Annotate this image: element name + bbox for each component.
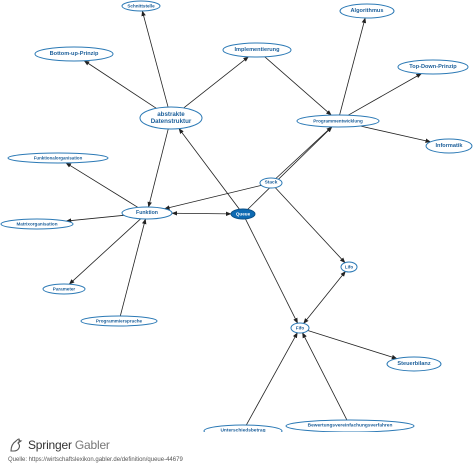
edge-implementierung-to-programmentwicklung [264, 56, 332, 116]
node-topdown-label: Top-Down-Prinzip [409, 64, 457, 70]
node-bottomup-label: Bottom-up-Prinzip [50, 51, 99, 57]
edge-abstrakte-to-schnittstelle [141, 10, 169, 108]
node-funktion-label: Funktion [136, 210, 158, 216]
node-fifo-label: Fifo [296, 326, 305, 331]
node-matrixorganisation-shape [0, 218, 74, 230]
nodes-layer: Queue SchnittstelleAlgorithmusBottom-up-P… [0, 0, 473, 433]
footer: Springer Gabler Quelle: https://wirtscha… [8, 436, 468, 463]
node-fifo[interactable]: Fifo [290, 322, 310, 334]
concept-map: Queue SchnittstelleAlgorithmusBottom-up-P… [0, 0, 473, 433]
node-parameter[interactable]: Parameter [42, 283, 86, 295]
edge-queue-to-programmentwicklung [247, 126, 333, 210]
node-programmiersprache-shape [80, 315, 158, 327]
node-abstrakte-shape [139, 106, 203, 130]
edge-fifo-to-steuerbilanz [307, 330, 398, 360]
node-implementierung[interactable]: Implementierung [222, 42, 292, 58]
node-steuerbilanz-label: Steuerbilanz [397, 361, 430, 367]
edge-programmentwicklung-to-topdown [348, 73, 422, 116]
edge-abstrakte-to-bottomup [83, 60, 157, 109]
node-bottomup-shape [34, 46, 114, 62]
brand-sub: Gabler [74, 438, 110, 452]
node-programmentwicklung-label: Programmentwicklung [313, 119, 363, 124]
node-topdown-shape [397, 59, 469, 75]
edge-abstrakte-to-implementierung [183, 56, 249, 109]
springer-horse-logo-icon [10, 438, 23, 452]
node-bewertung-shape [285, 419, 415, 432]
edges-layer [65, 10, 432, 426]
node-queue-label: Queue [236, 212, 251, 217]
node-matrixorganisation[interactable]: Matrixorganisation [0, 218, 74, 230]
node-stack[interactable]: Stack [259, 177, 283, 189]
node-steuerbilanz-shape [386, 356, 442, 372]
edge-bewertung-to-fifo [302, 332, 348, 421]
node-parameter-label: Parameter [53, 287, 76, 292]
edge-programmentwicklung-to-informatik [360, 125, 432, 143]
node-funktionalorganisation-label: Funktionalorganisation [34, 156, 83, 161]
node-funktionalorganisation-shape [7, 152, 109, 164]
node-programmiersprache[interactable]: Programmiersprache [80, 315, 158, 327]
node-unterschiedsbetrag-shape [203, 424, 283, 432]
source-line: Quelle: https://wirtschaftslexikon.gable… [8, 457, 183, 463]
node-abstrakte-label: Datenstruktur [151, 118, 192, 125]
brand: Springer Gabler [8, 436, 468, 454]
node-schnittstelle[interactable]: Schnittstelle [121, 0, 161, 12]
node-lifo-shape [340, 261, 358, 273]
node-informatik[interactable]: Informatik [425, 138, 473, 154]
node-parameter-shape [42, 283, 86, 295]
edge-programmiersprache-to-funktion [119, 218, 147, 317]
node-informatik-label: Informatik [435, 143, 463, 149]
node-topdown[interactable]: Top-Down-Prinzip [397, 59, 469, 75]
node-bewertung-label: Bewertungsvereinfachungsverfahren [308, 423, 393, 429]
node-schnittstelle-shape [121, 0, 161, 12]
edge-programmentwicklung-to-algorithmus [339, 17, 367, 116]
node-bottomup[interactable]: Bottom-up-Prinzip [34, 46, 114, 62]
brand-name: Springer Gabler [28, 438, 110, 452]
node-algorithmus-label: Algorithmus [351, 8, 384, 14]
node-lifo[interactable]: Lifo [340, 261, 358, 273]
edge-queue-to-abstrakte [178, 128, 240, 210]
node-informatik-shape [425, 138, 473, 154]
node-funktion[interactable]: Funktion [121, 206, 173, 220]
edge-abstrakte-to-funktion [147, 128, 169, 208]
node-schnittstelle-label: Schnittstelle [127, 4, 155, 9]
edge-funktion-to-funktionalorganisation [65, 162, 139, 208]
node-matrixorganisation-label: Matrixorganisation [16, 222, 57, 227]
edge-lifo-to-fifo [303, 271, 346, 324]
edge-funktion-to-matrixorganisation [65, 214, 124, 223]
node-stack-label: Stack [265, 180, 278, 186]
node-unterschiedsbetrag[interactable]: Unterschiedsbetrag [203, 424, 283, 433]
edge-funktion-to-parameter [68, 218, 141, 285]
node-fifo-shape [290, 322, 310, 334]
edge-queue-to-funktion [171, 211, 232, 217]
node-algorithmus[interactable]: Algorithmus [339, 3, 395, 19]
node-implementierung-label: Implementierung [234, 47, 280, 53]
node-algorithmus-shape [339, 3, 395, 19]
node-abstrakte-label: abstrakte [157, 111, 185, 118]
node-programmentwicklung[interactable]: Programmentwicklung [296, 114, 380, 128]
brand-main: Springer [28, 438, 72, 452]
node-unterschiedsbetrag-label: Unterschiedsbetrag [220, 428, 265, 433]
node-funktion-shape [121, 206, 173, 220]
node-queue-shape [230, 208, 256, 220]
edge-stack-to-lifo [274, 187, 346, 264]
node-steuerbilanz[interactable]: Steuerbilanz [386, 356, 442, 372]
node-bewertung[interactable]: Bewertungsvereinfachungsverfahren [285, 419, 415, 432]
node-programmiersprache-label: Programmiersprache [96, 319, 143, 324]
edge-unterschiedsbetrag-to-fifo [245, 332, 298, 426]
edge-stack-to-programmentwicklung [275, 126, 333, 179]
node-lifo-label: Lifo [345, 265, 354, 270]
node-implementierung-shape [222, 42, 292, 58]
edge-queue-to-fifo [245, 218, 298, 324]
node-stack-shape [259, 177, 283, 189]
node-funktionalorganisation[interactable]: Funktionalorganisation [7, 152, 109, 164]
edge-stack-to-funktion [164, 184, 262, 210]
node-queue[interactable]: Queue [230, 208, 256, 220]
node-programmentwicklung-shape [296, 114, 380, 128]
